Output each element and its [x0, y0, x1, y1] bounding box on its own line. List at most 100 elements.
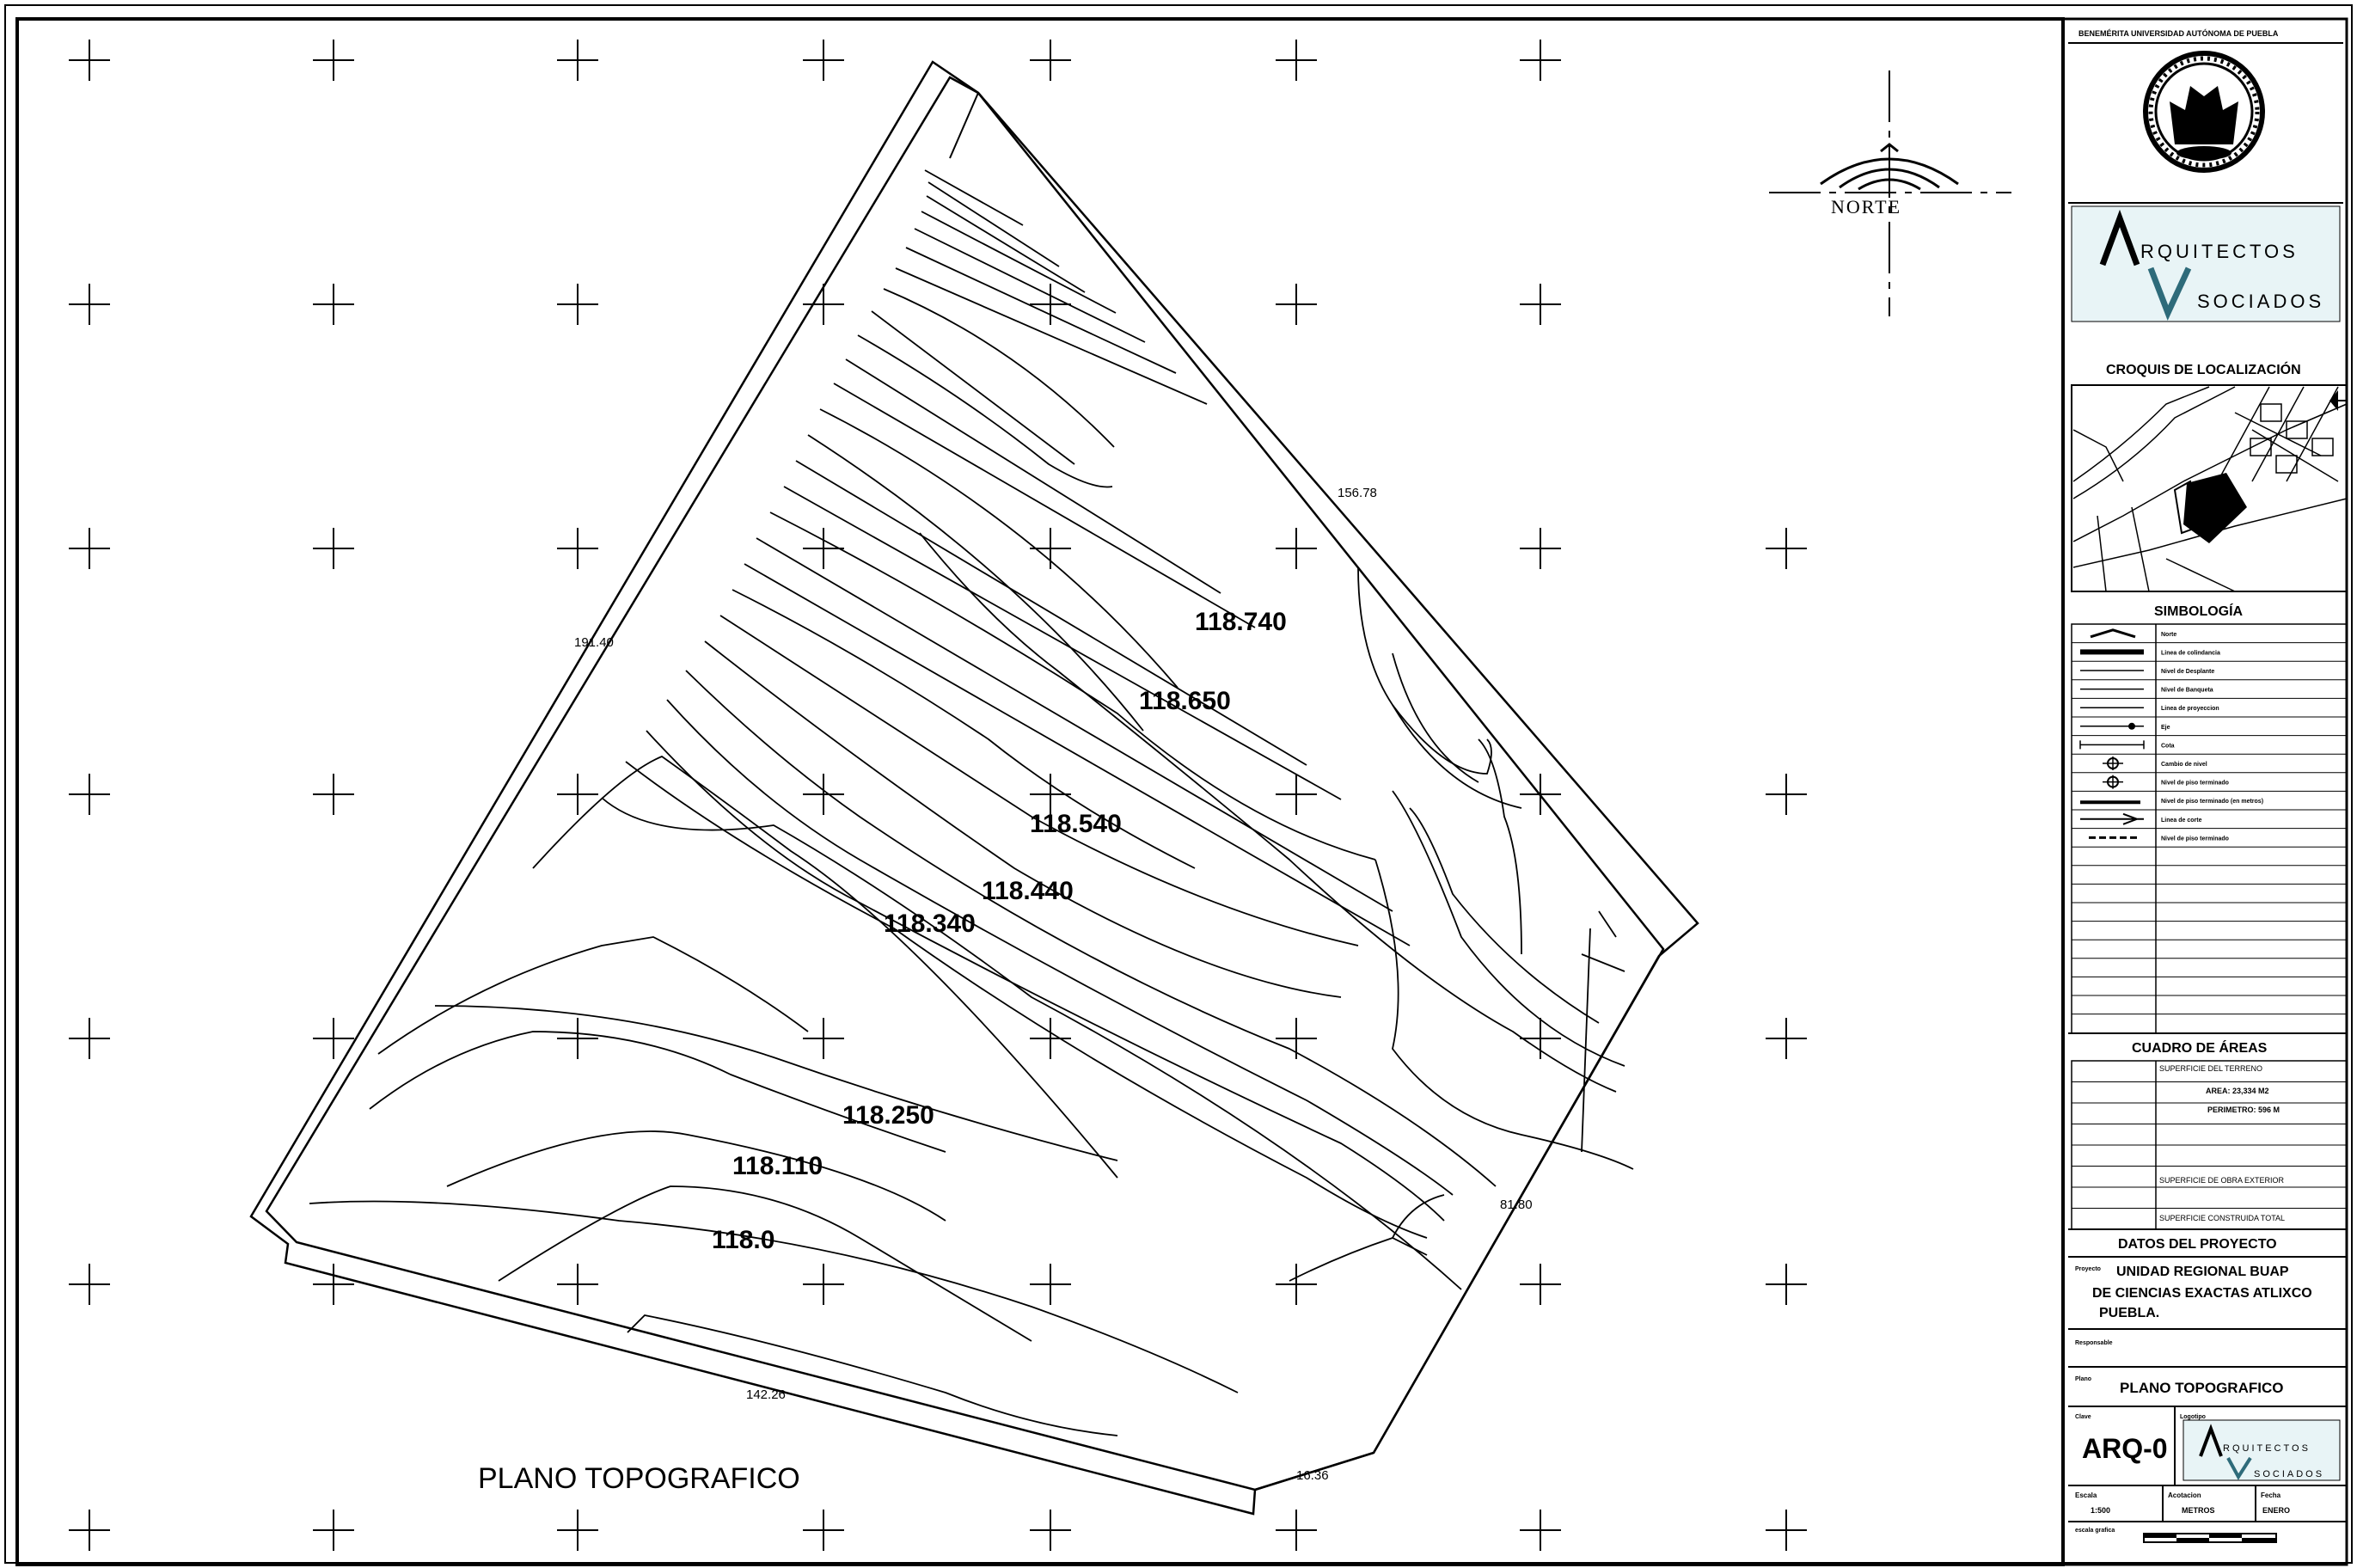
grid-cross	[69, 284, 110, 325]
sheet-key: ARQ-0	[2082, 1433, 2168, 1464]
symbology-item-label: Eje	[2161, 725, 2170, 731]
grid-cross	[69, 774, 110, 815]
contour-line	[498, 1185, 1032, 1342]
contour-line	[434, 1005, 1118, 1161]
north-arrow-icon: NORTE	[1769, 70, 2011, 316]
university-header: BENEMÉRITA UNIVERSIDAD AUTÓNOMA DE PUEBL…	[2078, 28, 2279, 38]
contour-line	[914, 228, 1146, 343]
grid-cross	[313, 284, 354, 325]
contour-line	[857, 334, 1113, 488]
location-sketch-map	[2071, 384, 2348, 592]
graphic-scale-bar	[2143, 1533, 2277, 1543]
project-name-line: PUEBLA.	[2099, 1306, 2159, 1320]
contour-line	[646, 730, 1445, 1222]
section-line-symbol	[2080, 812, 2144, 825]
project-heading: DATOS DEL PROYECTO	[2118, 1237, 2277, 1252]
contour-label: 118.340	[884, 910, 976, 938]
north-symbol-icon	[2090, 628, 2136, 639]
date-field-label: Fecha	[2261, 1491, 2281, 1499]
grid-cross	[557, 774, 598, 815]
symbology-item-label: Nivel de Banqueta	[2161, 688, 2213, 694]
dimension-label: 81.80	[1500, 1197, 1533, 1212]
grid-cross	[1766, 1264, 1807, 1305]
contour-label: 118.110	[732, 1152, 823, 1180]
symbology-heading: SIMBOLOGÍA	[2154, 603, 2244, 619]
contour-line	[756, 537, 1393, 912]
contour-line	[744, 563, 1411, 946]
contour-line	[927, 181, 1060, 267]
area-exterior-label: SUPERFICIE DE OBRA EXTERIOR	[2159, 1176, 2285, 1185]
site-plan	[249, 60, 1699, 1516]
firm-line2: SOCIADOS	[2197, 291, 2324, 312]
grid-cross	[803, 1510, 844, 1551]
contour-line	[1374, 859, 1634, 1170]
grid-cross	[69, 1264, 110, 1305]
area-terrain-label: SUPERFICIE DEL TERRENO	[2159, 1064, 2262, 1073]
grid-cross	[313, 40, 354, 81]
contour-line	[1392, 1194, 1445, 1239]
symbology-item-label: Nivel de piso terminado	[2161, 781, 2229, 787]
contour-line	[795, 460, 1307, 766]
contour-line	[919, 532, 1617, 1093]
grid-cross	[557, 1018, 598, 1059]
contour-label: 118.440	[982, 877, 1074, 905]
title-block: BENEMÉRITA UNIVERSIDAD AUTÓNOMA DE PUEBL…	[2068, 28, 2348, 1543]
contour-line	[704, 640, 1342, 998]
contour-line	[926, 195, 1086, 293]
contour-line	[601, 797, 1462, 1290]
project-name-line: DE CIENCIAS EXACTAS ATLIXCO	[2092, 1286, 2312, 1301]
contour-line	[377, 936, 809, 1055]
graphic-scale-field-label: escala grafica	[2075, 1528, 2115, 1534]
contour-line	[845, 358, 1221, 594]
scale-field-label: Escala	[2075, 1491, 2097, 1499]
grid-cross	[1030, 1510, 1071, 1551]
symbology-item-label: Linea de colindancia	[2161, 650, 2220, 656]
project-name-line: UNIDAD REGIONAL BUAP	[2116, 1265, 2289, 1279]
symbology-item-label: Cambio de nivel	[2161, 762, 2207, 768]
units-field-label: Acotacion	[2168, 1491, 2201, 1499]
dimension-label: 142.26	[746, 1387, 786, 1402]
contour-line	[446, 1130, 946, 1222]
grid-cross	[1520, 1510, 1561, 1551]
contour-line	[627, 1314, 1118, 1436]
symbology-item-label: Nivel de piso terminado	[2161, 836, 2229, 842]
grid-cross	[1276, 40, 1317, 81]
location-heading: CROQUIS DE LOCALIZACIÓN	[2106, 361, 2301, 377]
contour-line	[1289, 1237, 1428, 1282]
outer-border	[4, 4, 2353, 1564]
grid-cross	[1276, 1264, 1317, 1305]
grid-cross	[69, 528, 110, 569]
firm-line1: RQUITECTOS	[2140, 241, 2299, 262]
contour-line	[1598, 910, 1617, 938]
contour-line	[1581, 953, 1625, 972]
perimeter-value: PERIMETRO: 596 M	[2207, 1106, 2280, 1114]
lot-inner-boundary	[265, 76, 1665, 1491]
firm-line2-small: SOCIADOS	[2254, 1469, 2324, 1479]
grid-cross	[1766, 774, 1807, 815]
contour-line	[783, 486, 1342, 800]
contour-line	[1357, 567, 1492, 775]
contour-line	[1581, 928, 1591, 1153]
grid-cross	[803, 528, 844, 569]
key-field-label: Clave	[2075, 1414, 2091, 1420]
dimension-label: 16.36	[1296, 1468, 1329, 1483]
contour-line	[1478, 738, 1522, 955]
firm-logo: RQUITECTOS SOCIADOS	[2099, 209, 2324, 321]
symbology-item-label: Linea de corte	[2161, 818, 2202, 824]
symbology-item-label: Nivel de Desplante	[2161, 669, 2214, 675]
grid-cross	[1276, 528, 1317, 569]
grid-cross	[1276, 284, 1317, 325]
date-value: ENERO	[2262, 1506, 2290, 1515]
grid-cross	[803, 1018, 844, 1059]
scale-value: 1:500	[2091, 1506, 2110, 1515]
contour-line	[369, 1031, 946, 1153]
grid-cross	[1030, 284, 1071, 325]
symbology-item-label: Linea de proyeccion	[2161, 706, 2219, 712]
level-cross-icon	[2103, 756, 2123, 770]
grid-cross	[1520, 40, 1561, 81]
boundary-line-symbol	[2080, 649, 2144, 655]
project-field-label: Proyecto	[2075, 1266, 2101, 1272]
grid-cross	[1030, 1018, 1071, 1059]
contour-line	[905, 247, 1177, 374]
